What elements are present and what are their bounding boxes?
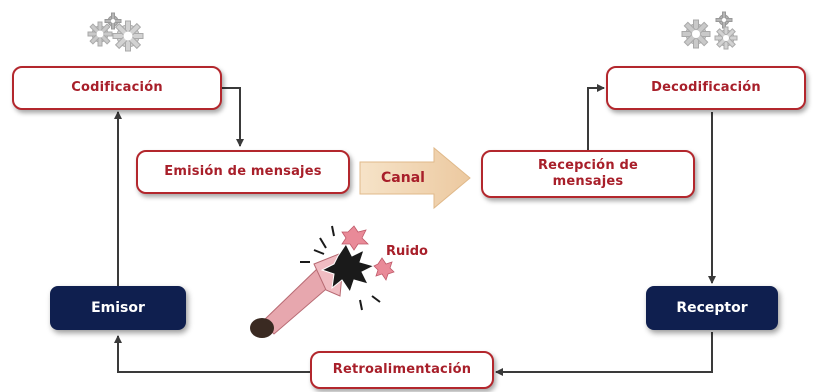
arrow-recepcion-decodificacion bbox=[587, 84, 605, 150]
arrow-codificacion-emision bbox=[222, 87, 244, 147]
receptor-node: Receptor bbox=[646, 286, 778, 330]
gears-icon bbox=[681, 11, 738, 50]
arrow-receptor-retroalimentacion bbox=[495, 332, 713, 376]
codificacion-node: Codificación bbox=[12, 66, 222, 110]
emisor-node: Emisor bbox=[50, 286, 186, 330]
ruido-label: Ruido bbox=[386, 244, 428, 259]
horn-noise-icon bbox=[250, 225, 395, 338]
emision-node: Emisión de mensajes bbox=[136, 150, 350, 194]
retroalimentacion-node: Retroalimentación bbox=[310, 351, 494, 389]
canal-arrow bbox=[359, 146, 471, 210]
decodificacion-node: Decodificación bbox=[606, 66, 806, 110]
gears-icon bbox=[87, 12, 144, 52]
canal-label: Canal bbox=[381, 170, 425, 186]
recepcion-node: Recepción de mensajes bbox=[481, 150, 695, 198]
arrow-retroalimentacion-emisor bbox=[114, 335, 310, 373]
